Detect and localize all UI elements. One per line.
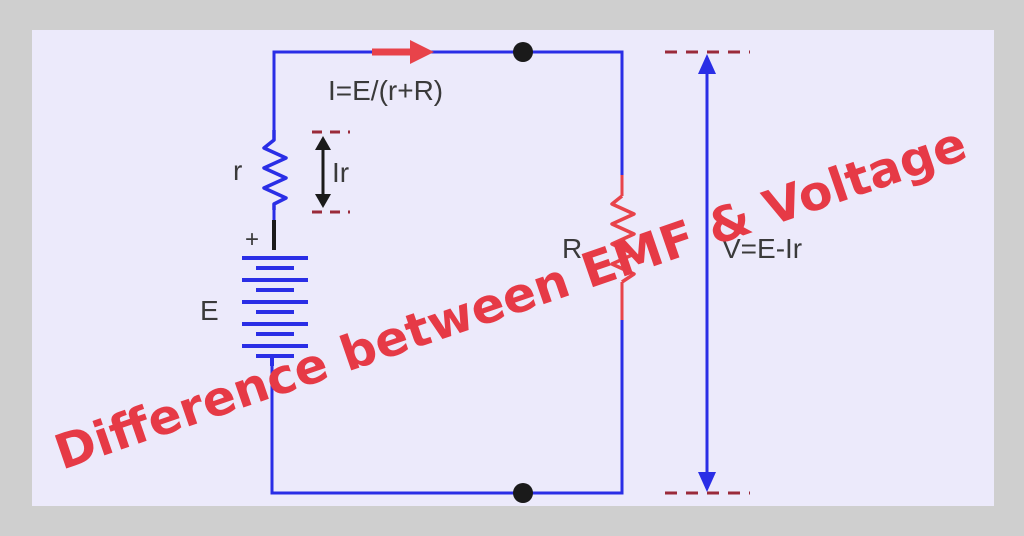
terminal-voltage-label: V=E-Ir [722,233,802,264]
diagram-panel [32,30,994,506]
internal-resistor [262,130,288,210]
bottom-wire [270,320,624,495]
battery-plus-label: + [245,226,259,253]
emf-label: E [200,295,219,326]
current-formula-label: I=E/(r+R) [328,75,443,106]
bottom-junction-dot [513,483,533,503]
load-resistor-label: R [562,233,582,264]
battery-icon [242,256,308,366]
banner-title: Difference between EMF & Voltage [48,116,974,481]
top-junction-dot [513,42,533,62]
internal-resistance-label: r [233,155,242,186]
ir-drop-indicator [312,130,350,214]
load-resistor [610,175,636,320]
top-wire [272,50,624,175]
internal-drop-label: Ir [332,157,349,188]
terminal-voltage-indicator [665,50,750,495]
current-arrow-icon [372,40,434,64]
